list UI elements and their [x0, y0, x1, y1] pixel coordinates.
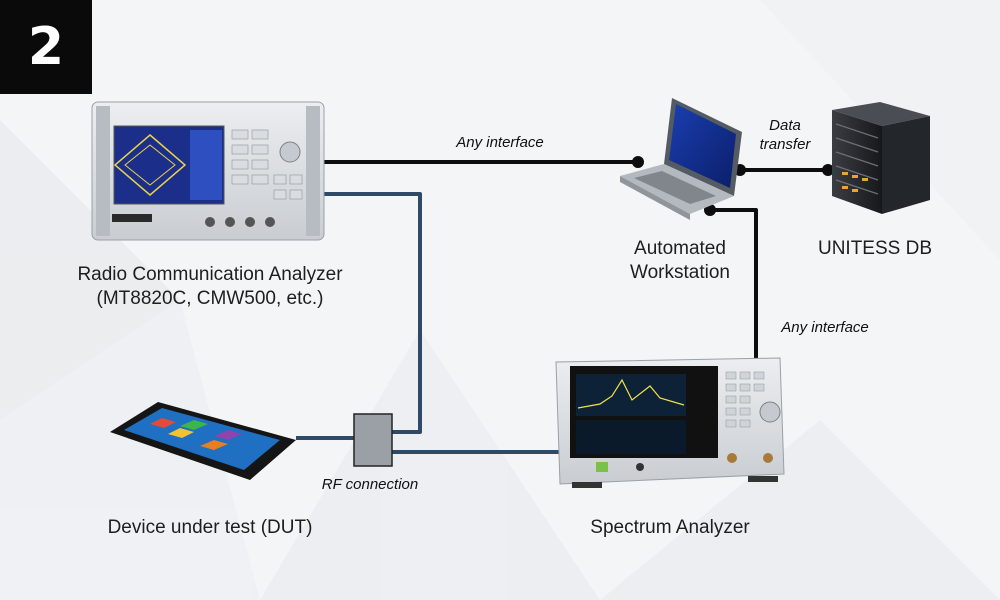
- rf-cables: [296, 192, 568, 454]
- radio-analyzer-label-line1: Radio Communication Analyzer: [77, 264, 343, 285]
- server-icon: [832, 102, 930, 214]
- step-badge: 2: [0, 0, 92, 94]
- workstation-label-line1: Automated: [634, 238, 726, 259]
- rf-cable-analyzer: [318, 192, 422, 434]
- data-transfer-label-line2: transfer: [759, 136, 811, 153]
- radio-analyzer-icon: [91, 101, 325, 241]
- interface-label-top: Any interface: [456, 134, 544, 151]
- link-workstation-spectrum: [710, 208, 758, 370]
- data-transfer-label-line1: Data: [769, 117, 801, 134]
- laptop-icon: [620, 98, 742, 220]
- workstation-label: Automated Workstation: [600, 237, 760, 285]
- spectrum-analyzer-icon: [555, 357, 785, 488]
- control-cables: [318, 160, 828, 370]
- dut-label: Device under test (DUT): [107, 517, 313, 538]
- rf-splitter-icon: [353, 413, 393, 467]
- data-transfer-label: Data transfer: [745, 116, 825, 154]
- rf-connection-label: RF connection: [321, 476, 419, 493]
- workstation-label-line2: Workstation: [630, 262, 730, 283]
- database-label: UNITESS DB: [817, 238, 933, 259]
- spectrum-analyzer-label: Spectrum Analyzer: [590, 517, 750, 538]
- interface-label-right: Any interface: [781, 319, 869, 336]
- tablet-icon: [110, 402, 296, 480]
- radio-analyzer-label: Radio Communication Analyzer (MT8820C, C…: [40, 263, 380, 311]
- radio-analyzer-label-line2: (MT8820C, CMW500, etc.): [96, 288, 324, 309]
